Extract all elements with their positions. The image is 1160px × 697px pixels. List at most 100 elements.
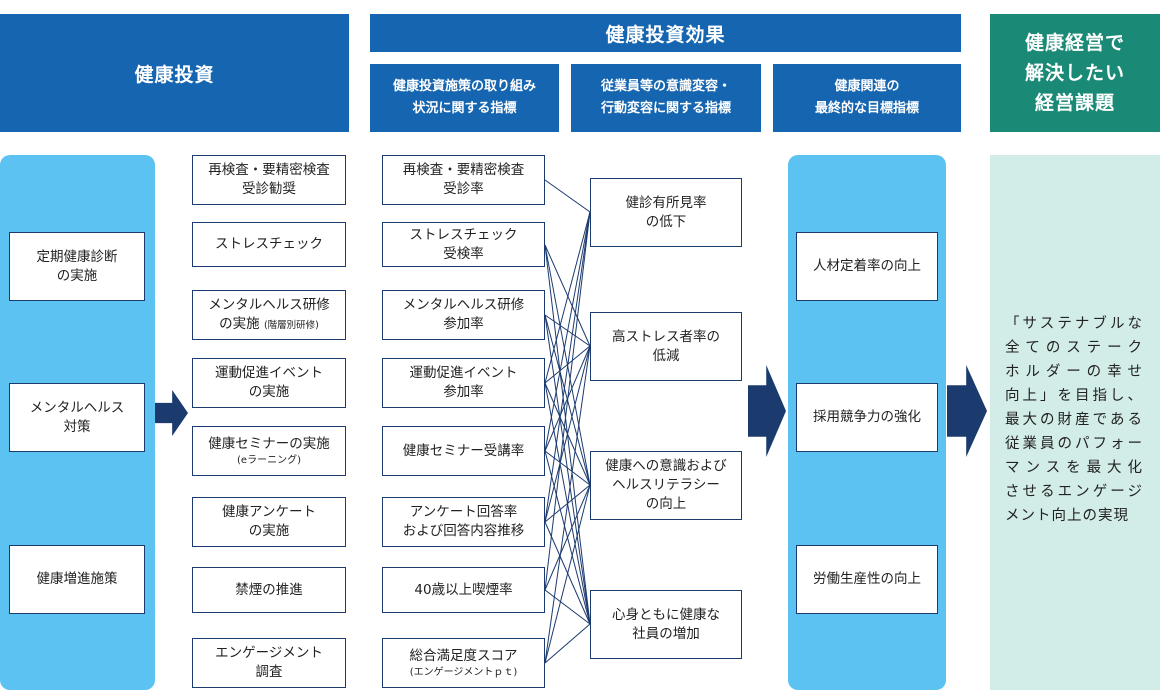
- indicator-3-line1: メンタルヘルス研修: [402, 297, 525, 313]
- initiative-anti-smoking: 禁煙の推進: [192, 567, 346, 613]
- initiative-8-line2: 調査: [255, 664, 283, 680]
- investment-item-mental-health: メンタルヘルス 対策: [9, 383, 145, 452]
- initiative-3-line2: の実施 (階層別研修): [219, 315, 319, 335]
- awareness-4-line2: 社員の増加: [632, 625, 700, 642]
- initiative-4-line2: の実施: [248, 384, 290, 400]
- final-goal-2: 採用競争力の強化: [813, 409, 921, 425]
- investment-item-2-line1: メンタルヘルス: [29, 399, 125, 416]
- awareness-4-line1: 心身ともに健康な: [612, 606, 720, 623]
- initiative-stress-check: ストレスチェック: [192, 222, 346, 267]
- connector-line: [544, 484, 591, 664]
- initiative-6-line2: の実施: [248, 523, 290, 539]
- initiative-4-line1: 運動促進イベント: [215, 365, 323, 381]
- issue-line-7: マンスを最大化: [1005, 460, 1143, 476]
- initiative-mental-health-training: メンタルヘルス研修 の実施 (階層別研修): [192, 290, 346, 340]
- initiative-2-line1: ストレスチェック: [215, 236, 323, 252]
- header-issue-line3: 経営課題: [1034, 92, 1115, 114]
- header-effect-sub3-line2: 最終的な目標指標: [814, 101, 919, 116]
- initiative-1-line2: 受診勧奨: [242, 181, 296, 197]
- connector-line: [544, 450, 591, 486]
- connector-line: [544, 211, 591, 384]
- connector-line: [544, 314, 591, 625]
- awareness-3-line3: の向上: [645, 496, 687, 512]
- header-investment-label: 健康投資: [134, 63, 215, 86]
- issue-line-5: 最大の財産である: [1005, 412, 1143, 428]
- management-issue-panel: [990, 155, 1160, 690]
- investment-item-health-promotion: 健康増進施策: [9, 545, 145, 614]
- indicator-satisfaction-score: 総合満足度スコア (エンゲージメントｐｔ): [382, 638, 545, 688]
- indicator-2-line2: 受検率: [443, 245, 484, 262]
- header-effect: 健康投資効果: [370, 14, 961, 52]
- awareness-finding-rate: 健診有所見率 の低下: [590, 178, 742, 247]
- header-effect-sub3: 健康関連の 最終的な目標指標: [773, 64, 961, 132]
- indicator-1-line1: 再検査・要精密検査: [402, 162, 525, 178]
- awareness-health-literacy: 健康への意識および ヘルスリテラシー の向上: [590, 451, 742, 520]
- final-goal-productivity: 労働生産性の向上: [796, 545, 938, 614]
- indicator-4-line1: 運動促進イベント: [409, 365, 518, 381]
- final-goal-recruiting: 採用競争力の強化: [796, 383, 938, 452]
- header-effect-sub1-line2: 状況に関する指標: [412, 101, 517, 116]
- indicator-2-line1: ストレスチェック: [409, 226, 518, 243]
- header-effect-sub2-line1: 従業員等の意識変容・: [600, 79, 731, 94]
- awareness-3-line2: ヘルスリテラシー: [612, 477, 720, 493]
- indicator-4-line2: 参加率: [443, 384, 484, 400]
- header-investment: 健康投資: [0, 14, 349, 132]
- indicator-stress-check-rate: ストレスチェック 受検率: [382, 222, 545, 267]
- awareness-1-line2: の低下: [645, 213, 687, 230]
- indicator-7-line1: 40歳以上喫煙率: [414, 581, 513, 598]
- connector-line: [544, 211, 591, 591]
- initiative-7-line1: 禁煙の推進: [235, 581, 303, 598]
- initiative-health-survey: 健康アンケート の実施: [192, 497, 346, 547]
- final-goal-3: 労働生産性の向上: [813, 571, 921, 587]
- header-issue-line2: 解決したい: [1024, 62, 1125, 84]
- investment-item-health-checkup: 定期健康診断 の実施: [9, 232, 145, 301]
- investment-item-3-line1: 健康増進施策: [36, 571, 118, 587]
- header-effect-sub2-line2: 行動変容に関する指標: [600, 101, 731, 116]
- indicator-1-line2: 受診率: [443, 181, 484, 197]
- awareness-2-line2: 低減: [652, 347, 680, 364]
- initiative-health-seminar: 健康セミナーの実施 (eラーニング): [192, 426, 346, 476]
- connector-line: [544, 345, 591, 664]
- header-effect-label: 健康投資効果: [605, 23, 726, 46]
- issue-line-4: 向上」を目指し、: [1005, 388, 1143, 404]
- issue-line-8: させるエンゲージ: [1005, 484, 1143, 500]
- connector-line: [544, 244, 591, 347]
- investment-item-2-line2: 対策: [63, 418, 91, 435]
- indicator-reexam-rate: 再検査・要精密検査 受診率: [382, 155, 545, 205]
- connector-line: [544, 589, 591, 625]
- header-effect-sub2: 従業員等の意識変容・ 行動変容に関する指標: [571, 64, 761, 132]
- awareness-2-line1: 高ストレス者率の: [612, 328, 720, 345]
- initiative-5-line1: 健康セミナーの実施: [208, 436, 330, 452]
- indicator-seminar-rate: 健康セミナー受講率: [382, 426, 545, 476]
- indicator-6-line2: および回答内容推移: [402, 523, 525, 539]
- issue-line-1: 「サステナブルな: [1005, 316, 1143, 332]
- issue-line-3: ホルダーの幸せ: [1005, 364, 1143, 380]
- initiative-engagement-survey: エンゲージメント 調査: [192, 638, 346, 688]
- initiative-3-sub: (階層別研修): [263, 319, 319, 331]
- connector-line: [544, 211, 591, 452]
- initiative-exercise-event: 運動促進イベント の実施: [192, 358, 346, 408]
- connector-line: [544, 345, 591, 523]
- issue-line-6: 従業員のパフォー: [1005, 436, 1143, 452]
- indicator-8-line1: 総合満足度スコア: [409, 648, 518, 664]
- initiative-3-inline: の実施: [219, 315, 260, 332]
- connector-line: [544, 211, 591, 523]
- investment-item-1-line1: 定期健康診断: [36, 248, 118, 265]
- indicator-mental-training-rate: メンタルヘルス研修 参加率: [382, 290, 545, 340]
- indicator-5-line1: 健康セミナー受講率: [402, 442, 525, 459]
- awareness-3-line1: 健康への意識および: [605, 458, 727, 474]
- initiative-1-line1: 再検査・要精密検査: [208, 162, 330, 178]
- initiative-6-line1: 健康アンケート: [222, 504, 316, 520]
- awareness-healthy-employees: 心身ともに健康な 社員の増加: [590, 590, 742, 659]
- awareness-1-line1: 健診有所見率: [625, 194, 707, 211]
- indicator-smoking-rate: 40歳以上喫煙率: [382, 567, 545, 613]
- initiative-reexam-recommendation: 再検査・要精密検査 受診勧奨: [192, 155, 346, 205]
- issue-line-9: メント向上の実現: [1005, 508, 1129, 524]
- awareness-high-stress: 高ストレス者率の 低減: [590, 312, 742, 381]
- final-goal-retention: 人材定着率の向上: [796, 232, 938, 301]
- connector-line: [544, 484, 591, 591]
- header-effect-sub1: 健康投資施策の取り組み 状況に関する指標: [370, 64, 559, 132]
- issue-line-2: 全てのステーク: [1005, 340, 1143, 356]
- initiative-3-line1: メンタルヘルス研修: [208, 296, 330, 313]
- investment-item-1-line2: の実施: [56, 267, 98, 284]
